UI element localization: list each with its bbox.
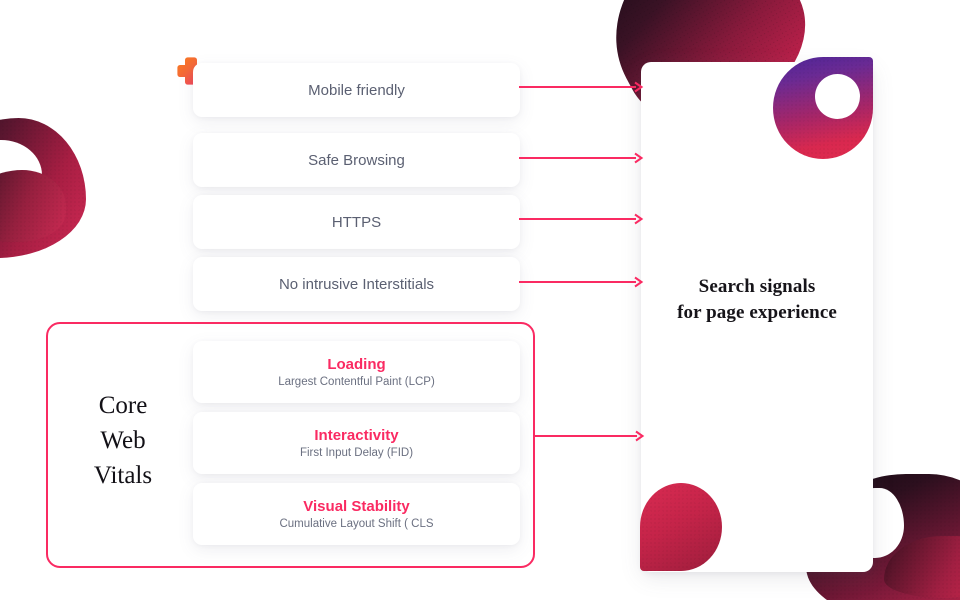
plus-icon	[177, 57, 205, 85]
arrow-right-icon-safe-browsing	[519, 152, 644, 164]
blob-decoration-left	[0, 118, 86, 258]
signal-card-label: HTTPS	[331, 213, 382, 231]
signal-card-mobile-friendly[interactable]: Mobile friendly	[193, 63, 520, 117]
search-signals-panel: Search signals for page experience	[641, 62, 873, 572]
vital-card-title: Interactivity	[314, 427, 399, 444]
vital-card-title: Loading	[327, 356, 386, 373]
arrow-right-icon-core-web-vitals	[534, 430, 645, 442]
core-web-vitals-title: Core Web Vitals	[93, 392, 153, 489]
vital-card-subtitle: First Input Delay (FID)	[299, 447, 414, 459]
signal-card-label: Mobile friendly	[308, 81, 405, 99]
arrow-right-icon-no-intrusive-interstitials	[519, 276, 644, 288]
blob-decoration-left-hole	[0, 140, 42, 210]
vital-card-loading[interactable]: Loading Largest Contentful Paint (LCP)	[193, 341, 520, 403]
signal-card-https[interactable]: HTTPS	[193, 195, 520, 249]
search-signals-panel-title: Search signals for page experience	[677, 276, 837, 323]
vital-card-interactivity[interactable]: Interactivity First Input Delay (FID)	[193, 412, 520, 474]
signal-card-no-intrusive-interstitials[interactable]: No intrusive Interstitials	[193, 257, 520, 311]
vital-card-title: Visual Stability	[303, 498, 410, 515]
vital-card-subtitle: Cumulative Layout Shift ( CLS	[279, 518, 434, 530]
arrow-right-icon-https	[519, 213, 644, 225]
arrow-right-icon-mobile-friendly	[519, 81, 644, 93]
blob-decoration-bottom-right-tail	[884, 536, 960, 598]
blob-decoration-left-lower	[0, 170, 66, 242]
vital-card-subtitle: Largest Contentful Paint (LCP)	[278, 376, 435, 388]
signal-card-label: No intrusive Interstitials	[278, 275, 435, 293]
core-web-vitals-group	[46, 322, 535, 568]
signal-card-safe-browsing[interactable]: Safe Browsing	[193, 133, 520, 187]
signal-card-label: Safe Browsing	[308, 151, 405, 169]
vital-card-visual-stability[interactable]: Visual Stability Cumulative Layout Shift…	[193, 483, 520, 545]
